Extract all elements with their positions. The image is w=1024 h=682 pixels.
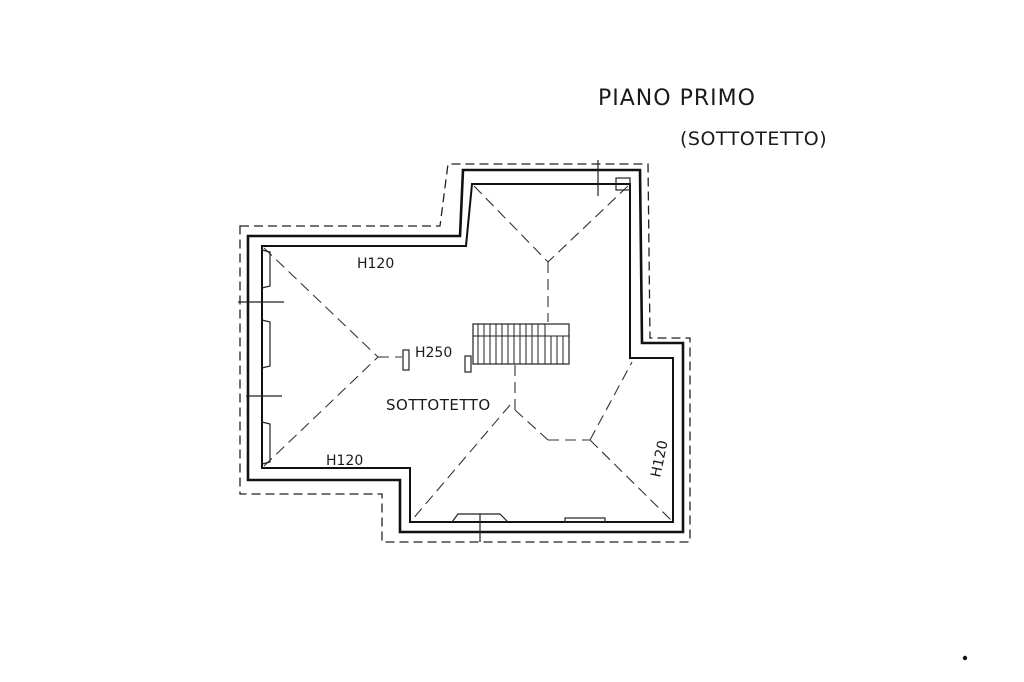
height-label-right: H120 xyxy=(648,439,671,479)
roof-ridge-lines xyxy=(263,185,672,521)
bottom-windows xyxy=(451,513,606,542)
posts xyxy=(402,349,472,373)
staircase xyxy=(472,323,570,365)
eave-outline xyxy=(239,163,691,543)
plan-subtitle: (SOTTOTETTO) xyxy=(680,128,827,150)
outer-wall xyxy=(246,168,685,534)
height-label-stair: H250 xyxy=(415,345,452,361)
room-label: SOTTOTETTO xyxy=(386,396,491,414)
left-windows xyxy=(238,249,284,465)
flue xyxy=(597,160,631,196)
height-label-top: H120 xyxy=(357,256,394,272)
height-label-bottom: H120 xyxy=(326,453,363,469)
plan-title: PIANO PRIMO xyxy=(598,86,756,111)
stray-dot xyxy=(962,655,968,661)
